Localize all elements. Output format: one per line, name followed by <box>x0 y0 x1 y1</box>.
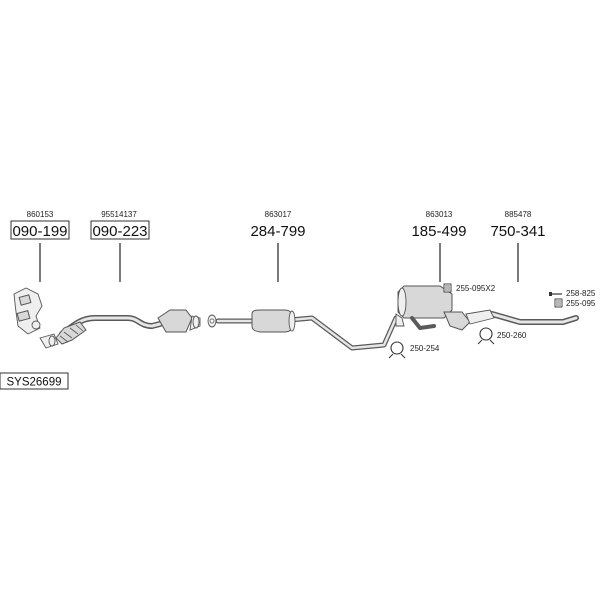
accessory-code: 250-254 <box>410 344 440 353</box>
part-label-3: 863013 185-499 <box>411 210 466 240</box>
accessory-3[interactable]: 258-825 <box>549 289 596 298</box>
accessory-0[interactable]: 255-095X2 <box>443 283 496 293</box>
part-ref: 863013 <box>426 210 453 219</box>
part-code: 090-199 <box>12 223 67 240</box>
part-label-0: 860153 090-199 <box>10 210 70 240</box>
accessory-4[interactable]: 255-095 <box>554 298 596 308</box>
manifold-part[interactable] <box>13 287 59 349</box>
part-code: 750-341 <box>490 223 545 240</box>
part-code-box <box>10 220 70 240</box>
rear-silencer-part[interactable] <box>395 285 495 331</box>
accessory-code: 258-825 <box>566 289 596 298</box>
part-ref: 863017 <box>265 210 292 219</box>
ring-clamp-icon <box>477 327 495 345</box>
part-code: 090-223 <box>92 223 147 240</box>
ring-clamp-icon <box>388 341 406 359</box>
accessory-code: 255-095X2 <box>456 284 496 293</box>
part-label-2: 863017 284-799 <box>250 210 305 240</box>
catalytic-converter-part[interactable] <box>157 309 217 333</box>
accessory-2[interactable]: 250-260 <box>477 327 527 345</box>
clamp-icon <box>443 283 452 293</box>
system-code: SYS26699 <box>7 377 62 389</box>
part-label-4: 885478 750-341 <box>490 210 545 240</box>
accessory-code: 250-260 <box>497 331 527 340</box>
clamp-icon <box>554 298 563 308</box>
accessory-1[interactable]: 250-254 <box>388 341 440 359</box>
part-code-box <box>90 220 150 240</box>
part-code: 185-499 <box>411 223 466 240</box>
system-code-label: SYS26699 <box>0 372 69 390</box>
accessory-code: 255-095 <box>566 299 596 308</box>
part-code: 284-799 <box>250 223 305 240</box>
part-ref: 885478 <box>505 210 532 219</box>
bolt-icon <box>549 292 562 296</box>
flex-pipe-part[interactable] <box>48 321 87 347</box>
part-ref: 860153 <box>27 210 54 219</box>
centre-silencer-part[interactable] <box>251 309 296 333</box>
leader-lines <box>39 243 519 282</box>
part-ref: 95514137 <box>101 210 137 219</box>
system-code-box <box>0 372 69 390</box>
part-label-1: 95514137 090-223 <box>90 210 150 240</box>
